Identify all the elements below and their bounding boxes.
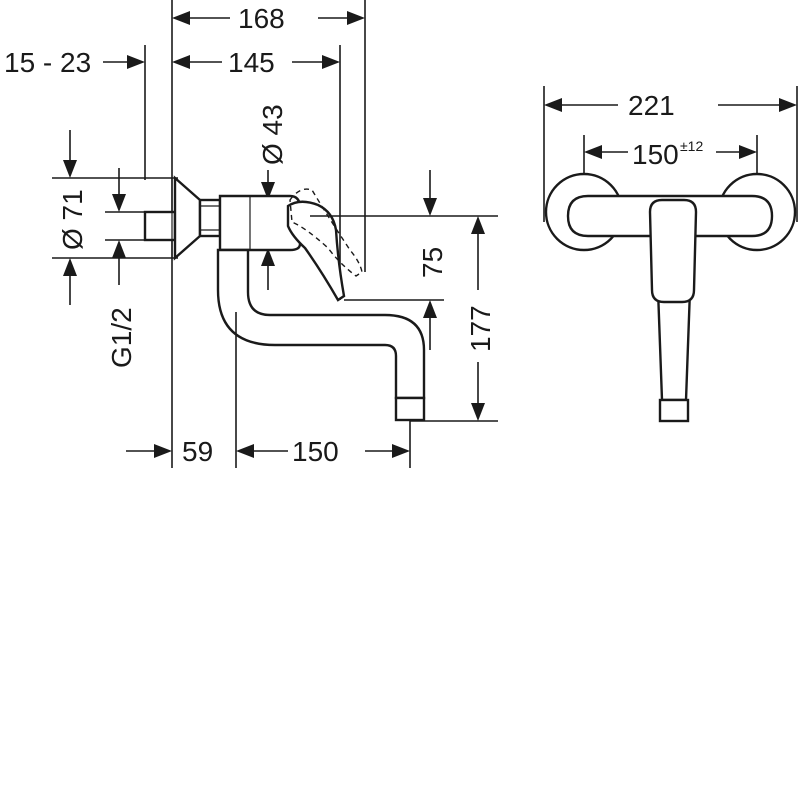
dim-label-177: 177	[465, 305, 496, 352]
arrow-150-tol-right	[739, 145, 757, 159]
arrow-177-bottom	[471, 403, 485, 421]
dim-label-150-spout: 150	[292, 436, 339, 467]
arrow-75-top	[423, 198, 437, 216]
arrow-145-left	[172, 55, 190, 69]
arrow-g12-top	[112, 194, 126, 212]
arrow-d71-bottom	[63, 258, 77, 276]
arrow-150-left	[236, 444, 254, 458]
dim-label-75: 75	[417, 247, 448, 278]
arrow-d43-top	[261, 182, 275, 200]
dim-label-150-center: 150	[632, 139, 679, 170]
dim-label-221: 221	[628, 90, 675, 121]
arrow-59	[154, 444, 172, 458]
arrow-g12-bottom	[112, 240, 126, 258]
arrow-15-23	[127, 55, 145, 69]
dim-label-59: 59	[182, 436, 213, 467]
lever-handle	[286, 200, 346, 302]
dim-label-g12: G1/2	[106, 307, 137, 368]
arrow-221-right	[779, 98, 797, 112]
wall-rosette	[173, 175, 202, 261]
dim-label-168: 168	[238, 3, 285, 34]
arrow-221-left	[544, 98, 562, 112]
dim-label-d43: Ø 43	[257, 104, 288, 165]
dim-label-15-23: 15 - 23	[4, 47, 91, 78]
front-lever	[648, 198, 698, 304]
spout-aerator	[394, 396, 426, 422]
arrow-177-top	[471, 216, 485, 234]
side-view: 168 145 15 - 23 Ø 43 Ø 71 G1/2	[4, 0, 498, 468]
dim-label-145: 145	[228, 47, 275, 78]
arrow-d71-top	[63, 160, 77, 178]
lever-alt-position	[289, 188, 363, 277]
arrow-168-right	[347, 11, 365, 25]
arrow-d43-bottom	[261, 248, 275, 266]
front-spout	[656, 288, 692, 402]
connector-pipe	[143, 210, 177, 242]
arrow-150-tol-left	[584, 145, 602, 159]
dim-label-d71: Ø 71	[57, 189, 88, 250]
arrow-145-right	[322, 55, 340, 69]
dim-label-150-tolerance: ±12	[680, 138, 703, 154]
front-view: 221 150 ±12	[543, 86, 798, 423]
arrow-168-left	[172, 11, 190, 25]
arrow-150-right	[392, 444, 410, 458]
front-spout-aerator	[658, 398, 690, 423]
arrow-75-bottom	[423, 300, 437, 318]
